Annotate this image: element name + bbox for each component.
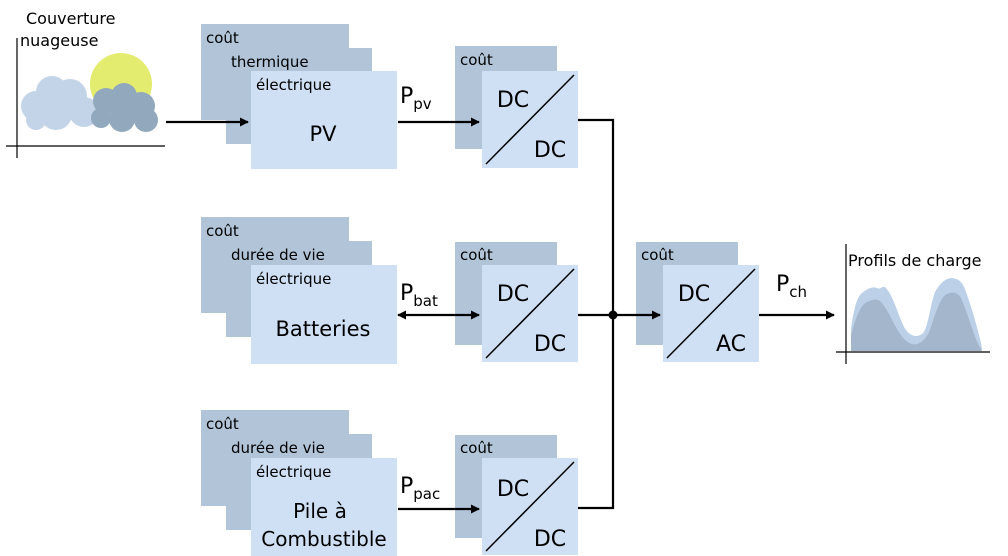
converter-diagonal (485, 74, 575, 165)
source-front-card (251, 458, 397, 556)
source-front-card (251, 265, 397, 364)
converter-cost-label: coût (460, 51, 493, 69)
converter-bottom-label: DC (534, 332, 566, 357)
source-front-label: électrique (256, 463, 331, 481)
source-front-card (251, 71, 397, 169)
source-front-label: électrique (256, 270, 331, 288)
source-batteries: coût durée de vie électrique Batteries (201, 217, 397, 364)
converter-bat-dcdc: coût DC DC (455, 242, 578, 362)
source-front-label: électrique (256, 76, 331, 94)
converter-diagonal (485, 461, 575, 552)
source-mid-label: durée de vie (231, 439, 325, 457)
flow-label-pac: Ppac (400, 474, 440, 503)
source-back-label: coût (206, 415, 239, 433)
source-mid-label: durée de vie (231, 246, 325, 264)
converter-diagonal (485, 268, 575, 359)
flow-label-ch: Pch (776, 272, 807, 301)
converter-dcac: coût DC AC (636, 242, 759, 362)
converter-top-label: DC (497, 88, 529, 113)
converter-pv-dcdc: coût DC DC (455, 46, 578, 168)
load-profile: Profils de charge (836, 244, 990, 364)
source-name: Batteries (276, 317, 371, 341)
source-fuel-cell: coût durée de vie électrique Pile à Comb… (201, 410, 397, 556)
converter-top-label: DC (678, 282, 710, 307)
dark-cloud-icon (91, 83, 158, 132)
converter-bottom-label: AC (716, 332, 746, 357)
converter-cost-label: coût (460, 439, 493, 457)
converter-diagonal (666, 268, 756, 359)
load-title: Profils de charge (848, 251, 981, 270)
bus-junction-dot (608, 310, 618, 320)
source-name-line2: Combustible (261, 527, 386, 551)
converter-top-label: DC (497, 282, 529, 307)
light-cloud-icon (21, 76, 99, 130)
cloud-cover-input: Couverture nuageuse (6, 9, 165, 158)
source-back-label: coût (206, 222, 239, 240)
converter-pac-dcdc: coût DC DC (455, 435, 578, 555)
converter-cost-label: coût (641, 246, 674, 264)
converter-bottom-label: DC (534, 527, 566, 552)
source-name-line1: Pile à (293, 499, 347, 523)
cloud-title-line1: Couverture (26, 9, 115, 28)
source-back-label: coût (206, 29, 239, 47)
converter-bottom-label: DC (534, 138, 566, 163)
flow-label-pv: Ppv (400, 84, 432, 113)
converter-top-label: DC (497, 477, 529, 502)
cloud-title-line2: nuageuse (20, 31, 98, 50)
converter-cost-label: coût (460, 246, 493, 264)
source-pv: coût thermique électrique PV (201, 24, 397, 169)
flow-label-bat: Pbat (400, 281, 438, 310)
load-area-lower (851, 292, 982, 351)
source-mid-label: thermique (231, 53, 309, 71)
source-name: PV (309, 122, 337, 146)
